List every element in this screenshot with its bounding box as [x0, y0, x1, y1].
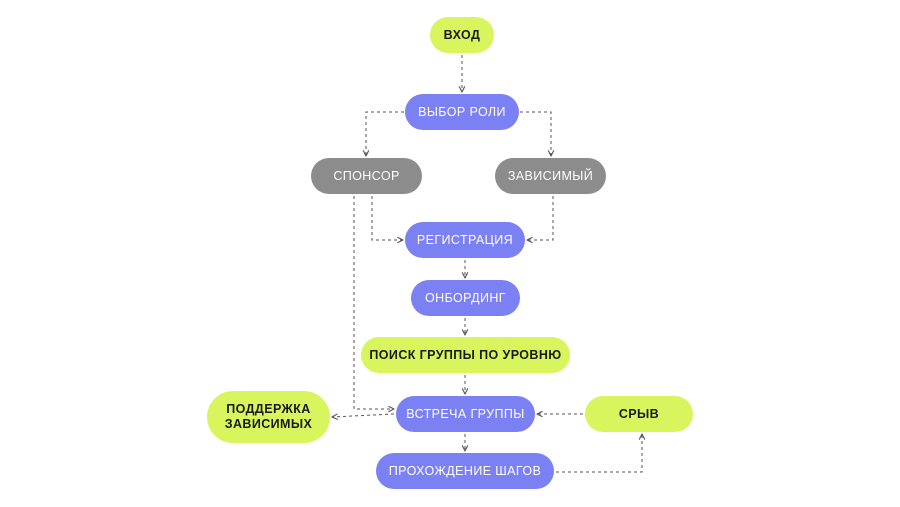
edge-role-choice-to-sponsor: [366, 111, 404, 156]
node-group-search[interactable]: ПОИСК ГРУППЫ ПО УРОВНЮ: [361, 337, 570, 373]
edge-dependent-to-registration: [527, 196, 554, 240]
node-sponsor[interactable]: СПОНСОР: [311, 158, 422, 194]
node-role-choice[interactable]: ВЫБОР РОЛИ: [405, 94, 519, 130]
node-registration-label: РЕГИСТРАЦИЯ: [416, 232, 514, 247]
node-entry-label: ВХОД: [443, 27, 481, 42]
node-relapse-label: СРЫВ: [618, 406, 660, 421]
node-group-meeting[interactable]: ВСТРЕЧА ГРУППЫ: [396, 396, 535, 432]
node-group-search-label: ПОИСК ГРУППЫ ПО УРОВНЮ: [369, 347, 562, 362]
edge-group-meeting-to-support: [332, 414, 395, 417]
edge-sponsor-to-group-meeting: [353, 196, 394, 409]
node-group-meeting-label: ВСТРЕЧА ГРУППЫ: [406, 406, 525, 421]
node-onboarding-label: ОНБОРДИНГ: [425, 290, 506, 305]
node-sponsor-label: СПОНСОР: [333, 168, 400, 183]
node-relapse[interactable]: СРЫВ: [585, 396, 693, 432]
node-onboarding[interactable]: ОНБОРДИНГ: [411, 280, 520, 316]
node-steps-label: ПРОХОЖДЕНИЕ ШАГОВ: [388, 463, 542, 478]
node-steps[interactable]: ПРОХОЖДЕНИЕ ШАГОВ: [376, 453, 554, 489]
node-entry[interactable]: ВХОД: [430, 17, 494, 53]
node-dependent-label: ЗАВИСИМЫЙ: [507, 168, 594, 183]
node-support[interactable]: ПОДДЕРЖКА ЗАВИСИМЫХ: [207, 391, 330, 443]
node-dependent[interactable]: ЗАВИСИМЫЙ: [495, 158, 606, 194]
edge-role-choice-to-dependent: [520, 111, 551, 156]
node-role-choice-label: ВЫБОР РОЛИ: [418, 104, 506, 119]
edge-sponsor-to-registration: [371, 196, 403, 240]
node-support-label: ПОДДЕРЖКА ЗАВИСИМЫХ: [224, 402, 313, 431]
node-registration[interactable]: РЕГИСТРАЦИЯ: [405, 222, 525, 258]
edge-steps-to-relapse: [556, 434, 642, 473]
